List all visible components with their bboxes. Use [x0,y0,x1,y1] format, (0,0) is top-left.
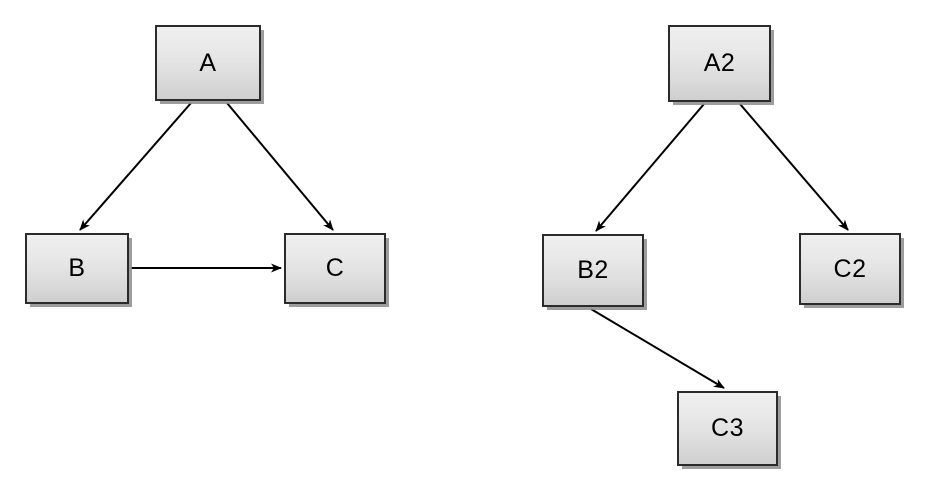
node-b2[interactable]: B2 [542,234,644,307]
edge-a-to-b [79,102,192,231]
node-c[interactable]: C [284,233,386,304]
node-c3[interactable]: C3 [677,391,778,466]
node-c-label: C [325,254,345,282]
node-a[interactable]: A [155,25,261,101]
node-a2-label: A2 [703,49,736,77]
node-b-label: B [68,254,86,282]
node-c3-label: C3 [711,414,744,442]
edge-a-to-c [226,102,334,231]
node-a-label: A [199,48,217,77]
node-b2-label: B2 [577,256,609,284]
node-c2-label: C2 [833,254,867,283]
edge-b2-to-c3 [590,308,725,389]
node-a2[interactable]: A2 [668,25,771,102]
edge-a2-to-b2 [595,103,705,232]
edge-a2-to-c2 [739,103,849,231]
node-b[interactable]: B [25,233,129,304]
node-c2[interactable]: C2 [799,233,901,305]
